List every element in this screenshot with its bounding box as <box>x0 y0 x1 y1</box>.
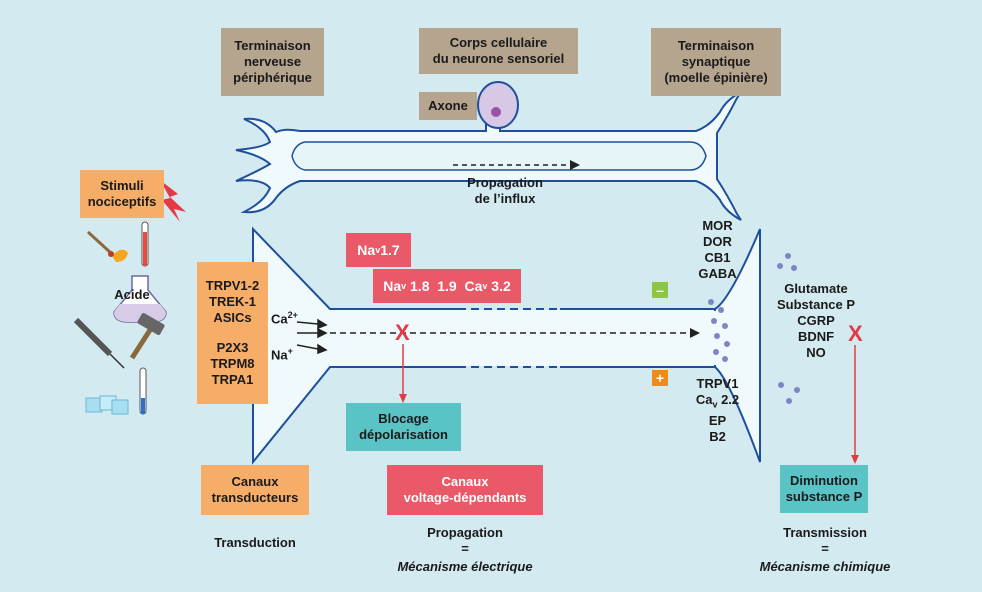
voltage-dependent-channels-label: Canaux voltage-dépendants <box>387 465 543 515</box>
inhibitory-receptors-label: MOR DOR CB1 GABA <box>698 218 737 281</box>
blocking-arrowhead <box>399 394 407 403</box>
transmission-label: Transmission = <box>783 525 867 556</box>
chemical-mechanism-label: Mécanisme chimique <box>759 559 891 574</box>
propagation-influx-label: Propagation de l’influx <box>467 175 543 206</box>
synaptic-terminal-label: Terminaison synaptique (moelle épinière) <box>651 28 781 96</box>
peripheral-terminal-label: Terminaison nerveuse périphérique <box>221 28 324 96</box>
axon-label: Axone <box>419 92 477 120</box>
transducer-channels-box: TRPV1-2 TREK-1 ASICs P2X3 TRPM8 TRPA1 <box>197 262 268 404</box>
propagation-arrowhead <box>570 160 580 170</box>
axon-influx-arrowhead <box>690 328 700 338</box>
transducer-group-2: P2X3 TRPM8 TRPA1 <box>210 340 255 387</box>
neurotransmitters-label: Glutamate Substance P CGRP BDNF NO <box>776 281 856 360</box>
minus-badge: – <box>652 282 668 298</box>
flask-icon <box>113 275 167 323</box>
sodium-ion-label: Na+ <box>271 346 293 363</box>
transducer-channels-label: Canaux transducteurs <box>201 465 309 515</box>
ice-cubes-icon <box>85 395 129 415</box>
transmission-cross: X <box>848 321 863 346</box>
lightning-icon <box>160 180 186 222</box>
substance-p-reduction-label: Diminution substance P <box>780 465 868 513</box>
electrical-mechanism-label: Mécanisme électrique <box>397 559 533 574</box>
match-icon <box>86 230 128 262</box>
transduction-label: Transduction <box>214 535 296 550</box>
reduction-arrowhead <box>851 455 859 464</box>
thermometer-icon <box>141 221 149 267</box>
top-neuron <box>235 81 742 221</box>
propagation-label: Propagation = <box>427 525 503 556</box>
syringe-icon <box>73 317 125 369</box>
cold-thermometer-icon <box>139 367 147 415</box>
main-fiber <box>252 226 761 465</box>
ion-arrows <box>296 318 328 355</box>
nociceptive-stimuli-label: Stimuli nociceptifs <box>80 170 164 218</box>
nucleus <box>491 107 501 117</box>
vesicle-dots <box>708 253 800 404</box>
transducer-group-1: TRPV1-2 TREK-1 ASICs <box>205 278 260 325</box>
blocking-cross: X <box>395 320 410 345</box>
cell-body-label: Corps cellulaire du neurone sensoriel <box>419 28 578 74</box>
plus-badge: + <box>652 370 668 386</box>
calcium-ion-label: Ca2+ <box>271 310 298 327</box>
hammer-icon <box>129 313 165 360</box>
blocking-depolarisation-label: Blocage dépolarisation <box>346 403 461 451</box>
acid-label: Acide <box>114 287 150 302</box>
